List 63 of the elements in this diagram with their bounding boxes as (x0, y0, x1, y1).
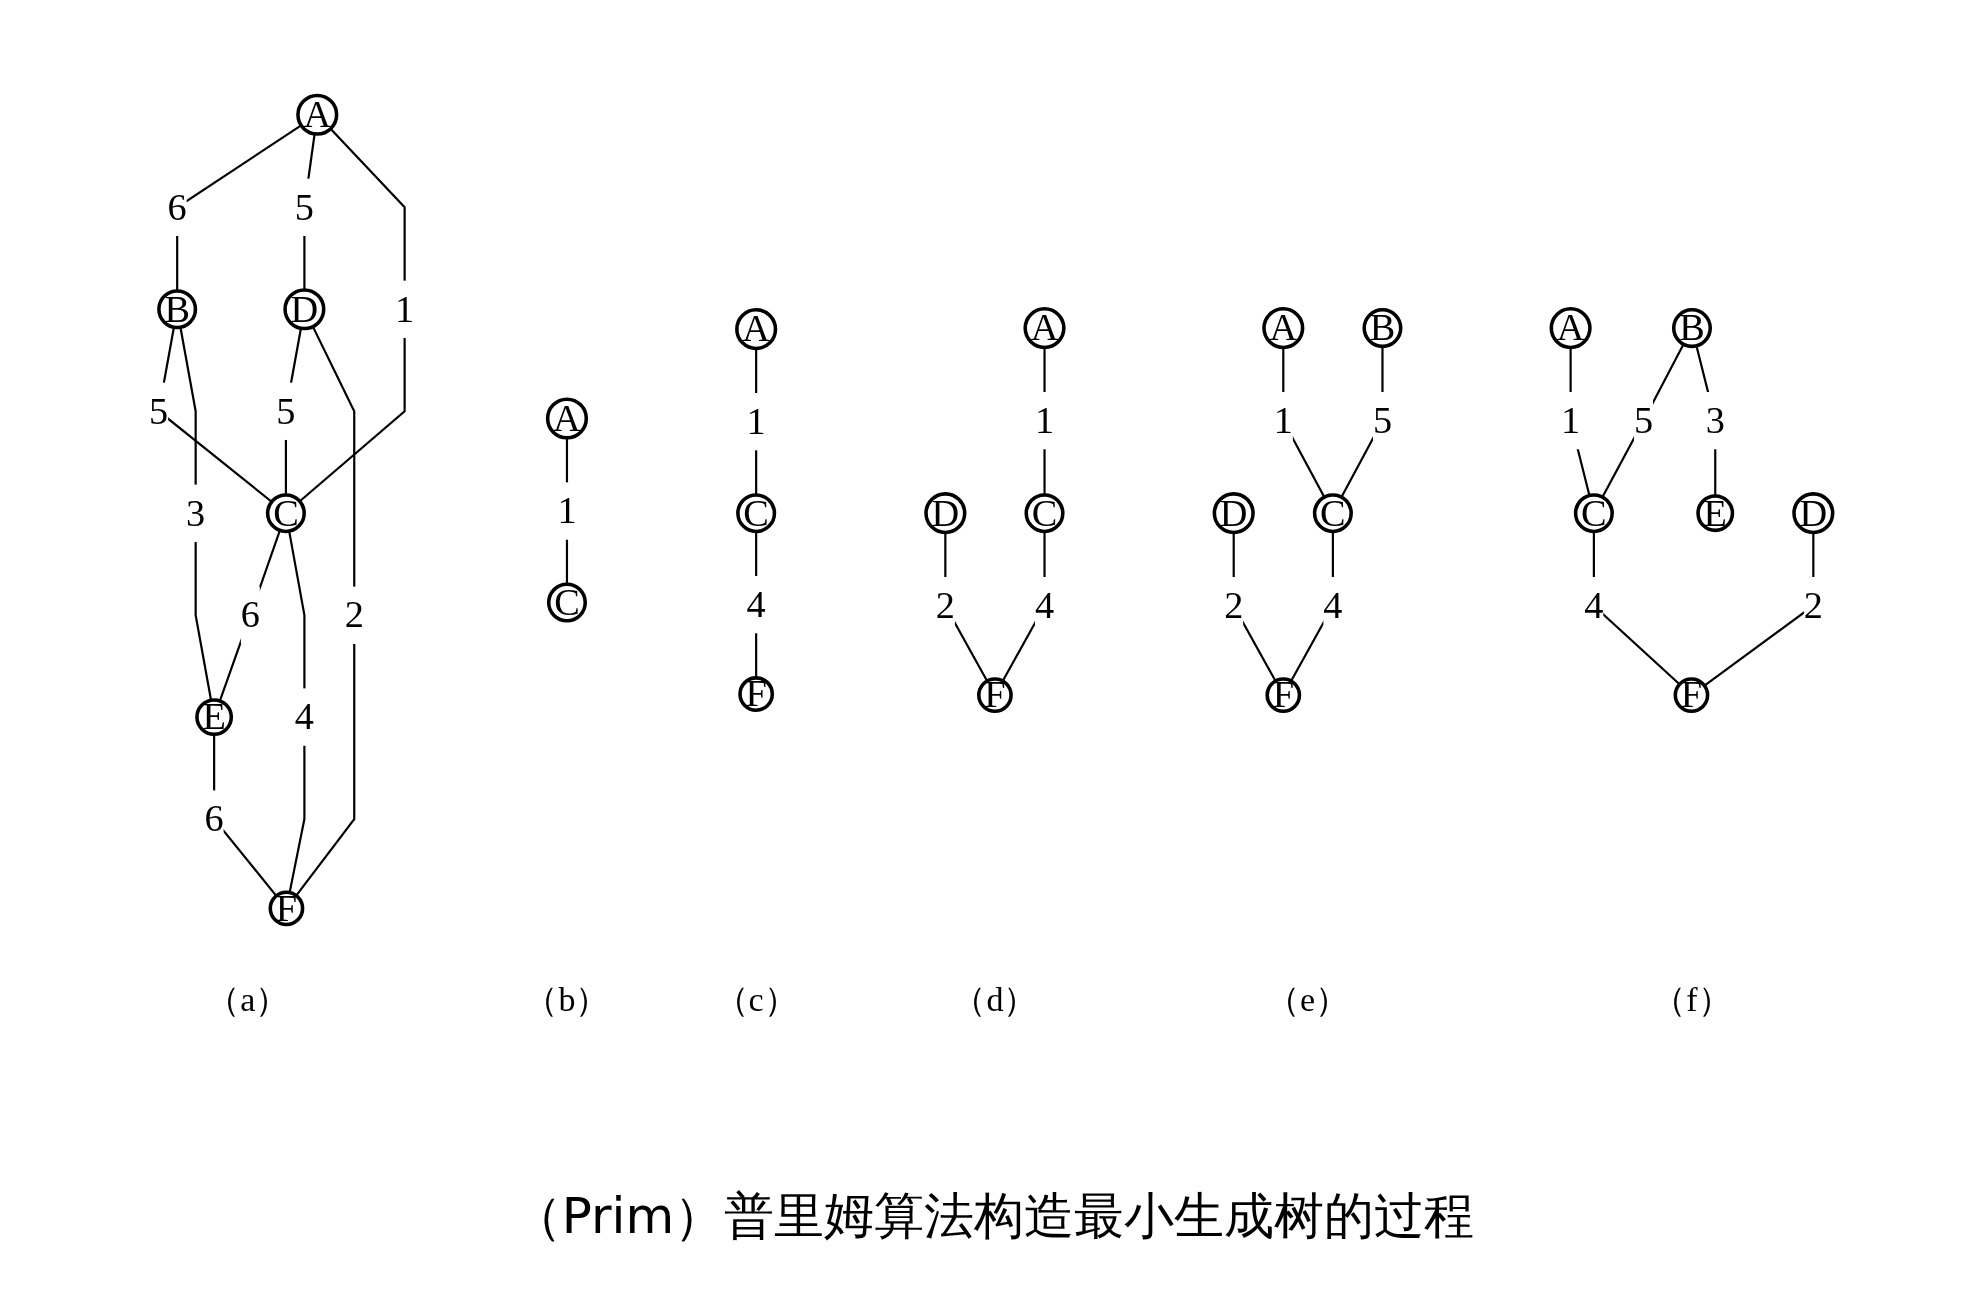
connector (218, 530, 281, 702)
edge-label: 1 (395, 287, 415, 330)
edge-label: 5 (1372, 398, 1393, 442)
caption: （Prim）普里姆算法构造最小生成树的过程 (511, 1187, 1475, 1245)
node-circle: A (545, 397, 589, 440)
node-circle: A (1262, 307, 1305, 350)
node-circle: D (1792, 492, 1835, 535)
edge-label: 5 (149, 389, 169, 432)
node-circle: C (1312, 493, 1353, 534)
connector (1601, 343, 1685, 498)
node-circle: C (546, 582, 587, 623)
node-circle: A (296, 93, 339, 136)
edge-label: 4 (1584, 583, 1604, 627)
node-circle: F (1265, 677, 1302, 713)
edge-label: 6 (240, 593, 260, 636)
panel-label: （f） (1652, 980, 1732, 1021)
edge-label: 1 (746, 399, 766, 443)
node-circle: A (1023, 307, 1066, 350)
edge-label: 4 (746, 582, 766, 626)
node-circle: B (1671, 308, 1713, 349)
edge-label: 2 (344, 593, 364, 636)
node-circle: A (735, 308, 778, 351)
node-circle: C (1573, 493, 1614, 534)
edge-label: 3 (186, 491, 206, 534)
edge-label: 2 (1803, 583, 1823, 627)
connector (299, 128, 406, 503)
node-circle: E (195, 698, 234, 737)
node-circle: E (1696, 494, 1735, 533)
edge-label: 4 (1034, 583, 1055, 627)
panel-label: （e） (1266, 980, 1350, 1021)
node-circle: D (924, 492, 967, 535)
node-circle: F (738, 676, 775, 712)
node-circle: D (1212, 492, 1255, 535)
node-circle: F (1673, 677, 1710, 713)
edge-label: 5 (294, 185, 314, 228)
edge-label: 1 (557, 489, 577, 532)
edge-label: 5 (276, 389, 296, 432)
edge-label: 4 (294, 695, 314, 738)
panel-label: （a） (206, 980, 290, 1021)
edge-label: 1 (1561, 398, 1581, 442)
panel-label: （b） (524, 980, 610, 1021)
edge-label: 5 (1633, 398, 1654, 442)
node-circle: C (736, 493, 777, 534)
node-circle: D (283, 288, 326, 331)
edge-label: 1 (1034, 398, 1055, 442)
node-circle: F (977, 677, 1013, 713)
panel-label: （d） (952, 980, 1038, 1021)
edge-label: 3 (1705, 398, 1725, 442)
edge-label: 2 (935, 583, 955, 627)
node-circle: A (1549, 307, 1592, 350)
node-circle: B (1362, 308, 1403, 349)
node-circle: F (268, 890, 305, 927)
connector (295, 326, 356, 897)
edge-label: 4 (1323, 583, 1343, 627)
edge-label: 2 (1224, 583, 1244, 627)
panel-label: （c） (714, 980, 798, 1021)
node-circle: B (157, 289, 198, 330)
edge-label: 6 (167, 185, 187, 228)
node-circle: C (1024, 493, 1065, 534)
node-circle: C (265, 493, 306, 534)
connector (179, 327, 213, 701)
edge-label: 6 (204, 797, 224, 840)
edge-label: 1 (1273, 398, 1293, 442)
